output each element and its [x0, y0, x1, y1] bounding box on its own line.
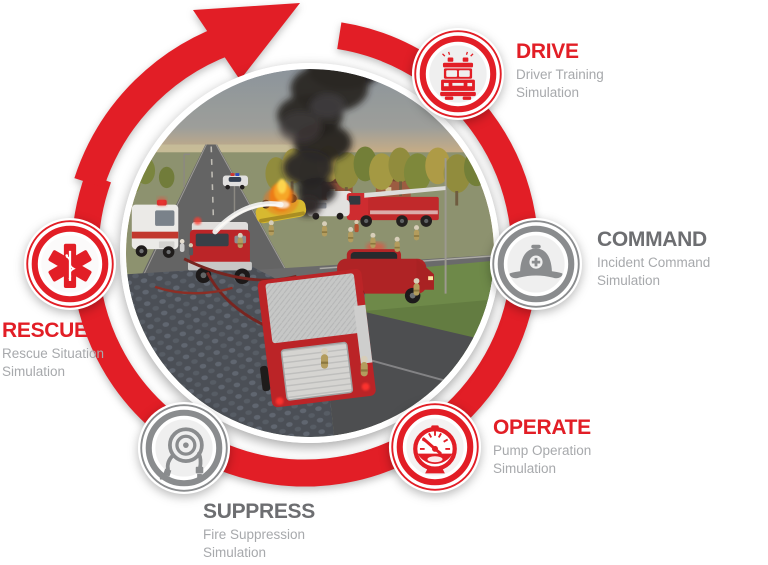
- drive-badge: [411, 27, 505, 121]
- rescue-badge: [23, 217, 117, 311]
- ladder-truck: [346, 186, 446, 227]
- step-sub-rescue-2: Simulation: [2, 363, 66, 379]
- step-sub-drive-1: Driver Training: [516, 67, 604, 83]
- simulation-scene: [126, 69, 494, 437]
- arrowhead: [193, 3, 300, 80]
- pumper-truck: [257, 268, 376, 408]
- step-sub-suppress-2: Simulation: [203, 544, 267, 560]
- star-of-life-icon: [48, 243, 92, 288]
- firefighters: [179, 219, 420, 377]
- fire-truck-icon: [440, 51, 476, 100]
- command-badge: [489, 217, 583, 311]
- step-sub-operate-1: Pump Operation: [493, 443, 592, 459]
- step-title-suppress: SUPPRESS: [203, 500, 315, 523]
- step-command: COMMAND Incident Command Simulation: [597, 228, 711, 289]
- step-title-command: COMMAND: [597, 228, 707, 251]
- step-sub-rescue-1: Rescue Situation: [2, 346, 105, 362]
- fire-helmet-icon: [509, 244, 563, 279]
- step-sub-suppress-1: Fire Suppression: [203, 527, 306, 543]
- step-title-operate: OPERATE: [493, 416, 591, 439]
- operate-badge: [388, 400, 482, 494]
- pressure-gauge-icon: [413, 425, 457, 474]
- smoke-plume: [277, 69, 381, 217]
- step-sub-command-1: Incident Command: [597, 255, 711, 271]
- step-drive: DRIVE Driver Training Simulation: [516, 40, 604, 101]
- step-sub-operate-2: Simulation: [493, 460, 557, 476]
- step-rescue: RESCUE Rescue Situation Simulation: [2, 319, 105, 380]
- water-stream: [212, 200, 290, 235]
- fire-hose-icon: [159, 427, 204, 480]
- step-title-drive: DRIVE: [516, 40, 579, 63]
- step-sub-drive-2: Simulation: [516, 84, 580, 100]
- step-title-rescue: RESCUE: [2, 319, 88, 342]
- suppress-badge: [137, 401, 231, 495]
- step-operate: OPERATE Pump Operation Simulation: [493, 416, 592, 477]
- step-sub-command-2: Simulation: [597, 272, 661, 288]
- ambulance: [131, 196, 179, 258]
- step-suppress: SUPPRESS Fire Suppression Simulation: [203, 500, 315, 561]
- police-car: [222, 173, 249, 190]
